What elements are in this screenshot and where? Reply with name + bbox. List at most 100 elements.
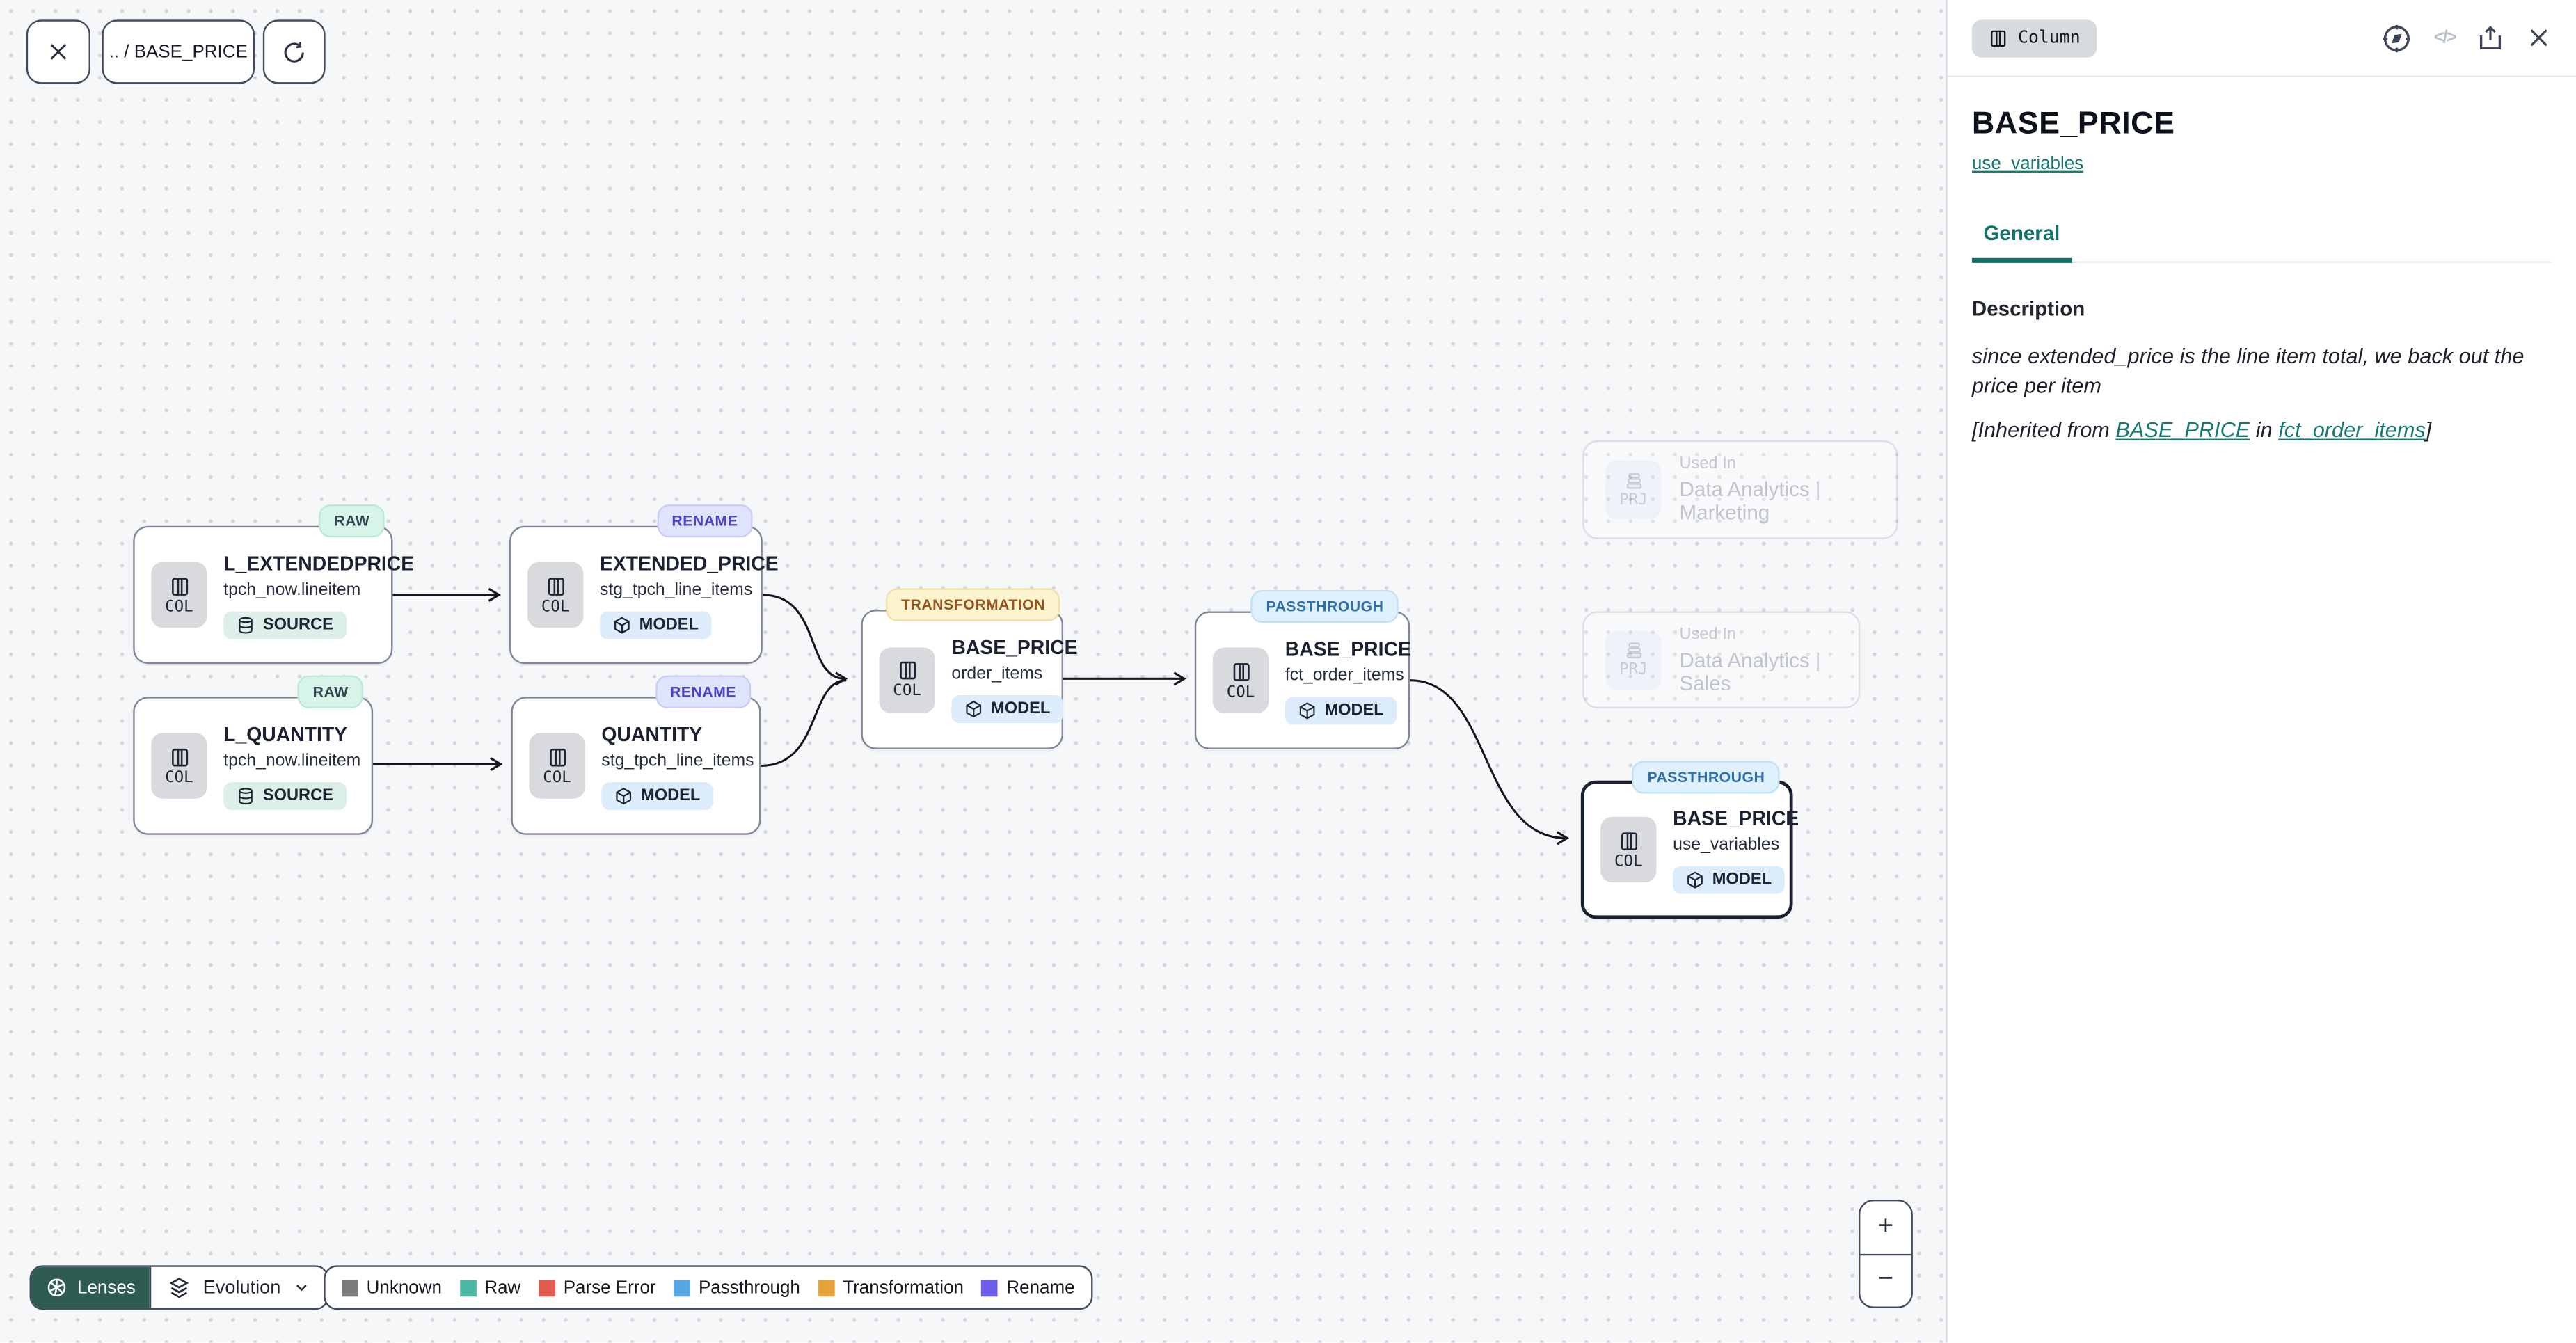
breadcrumb[interactable]: .. / BASE_PRICE — [102, 19, 255, 84]
lenses-control: Lenses Evolution — [29, 1265, 328, 1310]
node-subtitle: use_variables — [1673, 834, 1780, 854]
legend-swatch — [342, 1279, 358, 1296]
panel-tabs: General — [1971, 222, 2552, 263]
edge-type-badge: RAW — [298, 675, 363, 708]
inherited-note: [Inherited from BASE_PRICE in fct_order_… — [1971, 417, 2432, 442]
edge-type-badge: RAW — [319, 504, 385, 538]
description-heading: Description — [1971, 297, 2085, 321]
used-in-label: Used In — [1679, 625, 1736, 644]
column-icon — [899, 661, 916, 680]
refresh-icon — [284, 41, 304, 62]
column-icon — [1991, 29, 2006, 47]
cube-icon — [1687, 871, 1703, 888]
legend-item: Raw — [459, 1278, 520, 1297]
node-title: BASE_PRICE — [951, 635, 1078, 660]
lineage-node-base-price-use-variables[interactable]: PASSTHROUGH COL BASE_PRICE use_variables… — [1580, 761, 1799, 919]
legend-swatch — [539, 1279, 555, 1296]
resource-chip: MODEL — [1673, 865, 1785, 893]
edge-type-badge: RENAME — [657, 504, 753, 538]
details-panel: Column </> BASE_PRICE use_variables Gene… — [1946, 0, 2576, 1343]
aperture-icon — [47, 1278, 66, 1297]
node-title: BASE_PRICE — [1673, 806, 1799, 829]
layers-icon — [170, 1276, 190, 1298]
node-subtitle: stg_tpch_line_items — [599, 579, 753, 599]
panel-header: Column </> — [1947, 0, 2576, 77]
node-subtitle: tpch_now.lineitem — [223, 579, 361, 599]
code-icon: </> — [2433, 28, 2457, 48]
column-type-tile: COL — [151, 562, 207, 628]
resource-chip: SOURCE — [223, 781, 347, 810]
refresh-button[interactable] — [262, 19, 326, 84]
node-title: EXTENDED_PRICE — [599, 551, 779, 575]
close-panel-icon[interactable] — [2526, 24, 2552, 51]
edge-type-badge: PASSTHROUGH — [1251, 589, 1399, 623]
column-icon — [1620, 832, 1637, 850]
resource-chip: SOURCE — [223, 610, 347, 639]
zoom-in-button[interactable]: + — [1860, 1201, 1911, 1255]
edge-type-badge: TRANSFORMATION — [886, 588, 1060, 621]
column-type-tile: COL — [1212, 647, 1269, 713]
zoom-out-button[interactable]: − — [1860, 1255, 1911, 1306]
resource-chip: MODEL — [601, 781, 714, 810]
column-icon — [1232, 662, 1249, 681]
node-title: L_EXTENDEDPRICE — [223, 551, 415, 575]
cube-icon — [616, 786, 632, 804]
node-subtitle: tpch_now.lineitem — [223, 750, 361, 770]
column-icon — [170, 577, 187, 595]
used-in-node-sales[interactable]: PRJ Used In Data Analytics | Sales — [1582, 611, 1861, 708]
lineage-node-base-price-order-items[interactable]: TRANSFORMATION COL BASE_PRICE order_item… — [861, 588, 1077, 749]
lens-mode-dropdown[interactable]: Evolution — [150, 1266, 327, 1308]
inherited-model-link[interactable]: fct_order_items — [2278, 417, 2426, 442]
compass-icon[interactable] — [2381, 22, 2412, 54]
panel-body: BASE_PRICE use_variables General Descrip… — [1947, 77, 2576, 442]
inherited-column-link[interactable]: BASE_PRICE — [2115, 417, 2250, 442]
edge-type-badge: RENAME — [655, 675, 752, 708]
lenses-button[interactable]: Lenses — [31, 1266, 151, 1308]
column-icon — [547, 577, 564, 595]
column-type-tile: COL — [529, 733, 585, 799]
legend-item: Transformation — [818, 1278, 964, 1297]
lineage-edges — [373, 587, 1570, 845]
resource-chip: MODEL — [599, 610, 712, 639]
column-type-tile: COL — [151, 733, 207, 799]
legend-item: Passthrough — [674, 1278, 800, 1297]
close-icon — [50, 44, 67, 60]
node-subtitle: fct_order_items — [1285, 665, 1404, 685]
project-icon — [1625, 472, 1641, 488]
lineage-node-base-price-fct-order-items[interactable]: PASSTHROUGH COL BASE_PRICE fct_order_ite… — [1194, 589, 1411, 749]
used-in-label: Used In — [1679, 455, 1736, 474]
cube-icon — [614, 616, 630, 633]
model-link[interactable]: use_variables — [1971, 154, 2084, 175]
edge-type-badge: PASSTHROUGH — [1632, 761, 1780, 794]
project-type-tile: PRJ — [1605, 460, 1662, 520]
close-graph-button[interactable] — [26, 19, 90, 84]
lineage-canvas[interactable]: .. / BASE_PRICE RAW COL L_EXTENDEDPRICE … — [0, 0, 1946, 1343]
node-subtitle: stg_tpch_line_items — [601, 750, 754, 770]
lineage-node-extended-price[interactable]: RENAME COL EXTENDED_PRICE stg_tpch_line_… — [509, 504, 779, 665]
legend-swatch — [818, 1279, 835, 1296]
used-in-project: Data Analytics | Sales — [1679, 648, 1821, 694]
legend-item: Parse Error — [539, 1278, 656, 1297]
database-icon — [239, 616, 253, 633]
lineage-node-quantity[interactable]: RENAME COL QUANTITY stg_tpch_line_items … — [511, 675, 761, 835]
column-type-tile: COL — [879, 646, 935, 713]
column-type-tile: COL — [527, 562, 584, 628]
column-type-tile: COL — [1600, 816, 1657, 883]
used-in-node-marketing[interactable]: PRJ Used In Data Analytics | Marketing — [1582, 440, 1898, 539]
share-icon[interactable] — [2476, 23, 2504, 53]
legend-item: Unknown — [342, 1278, 442, 1297]
cube-icon — [966, 700, 982, 718]
resource-chip: MODEL — [1285, 696, 1397, 724]
project-type-tile: PRJ — [1605, 630, 1662, 690]
column-icon — [549, 747, 566, 766]
legend-item: Rename — [981, 1278, 1075, 1297]
description-text: since extended_price is the line item to… — [1971, 343, 2525, 398]
lineage-node-l-quantity[interactable]: RAW COL L_QUANTITY tpch_now.lineitem SOU… — [133, 675, 374, 835]
lineage-node-l-extendedprice[interactable]: RAW COL L_EXTENDEDPRICE tpch_now.lineite… — [133, 504, 414, 665]
node-title: QUANTITY — [601, 722, 703, 745]
legend-swatch — [459, 1279, 477, 1296]
legend-swatch — [674, 1279, 691, 1296]
entity-type-badge: Column — [1971, 19, 2097, 57]
tab-general[interactable]: General — [1971, 222, 2072, 263]
node-subtitle: order_items — [951, 664, 1043, 684]
